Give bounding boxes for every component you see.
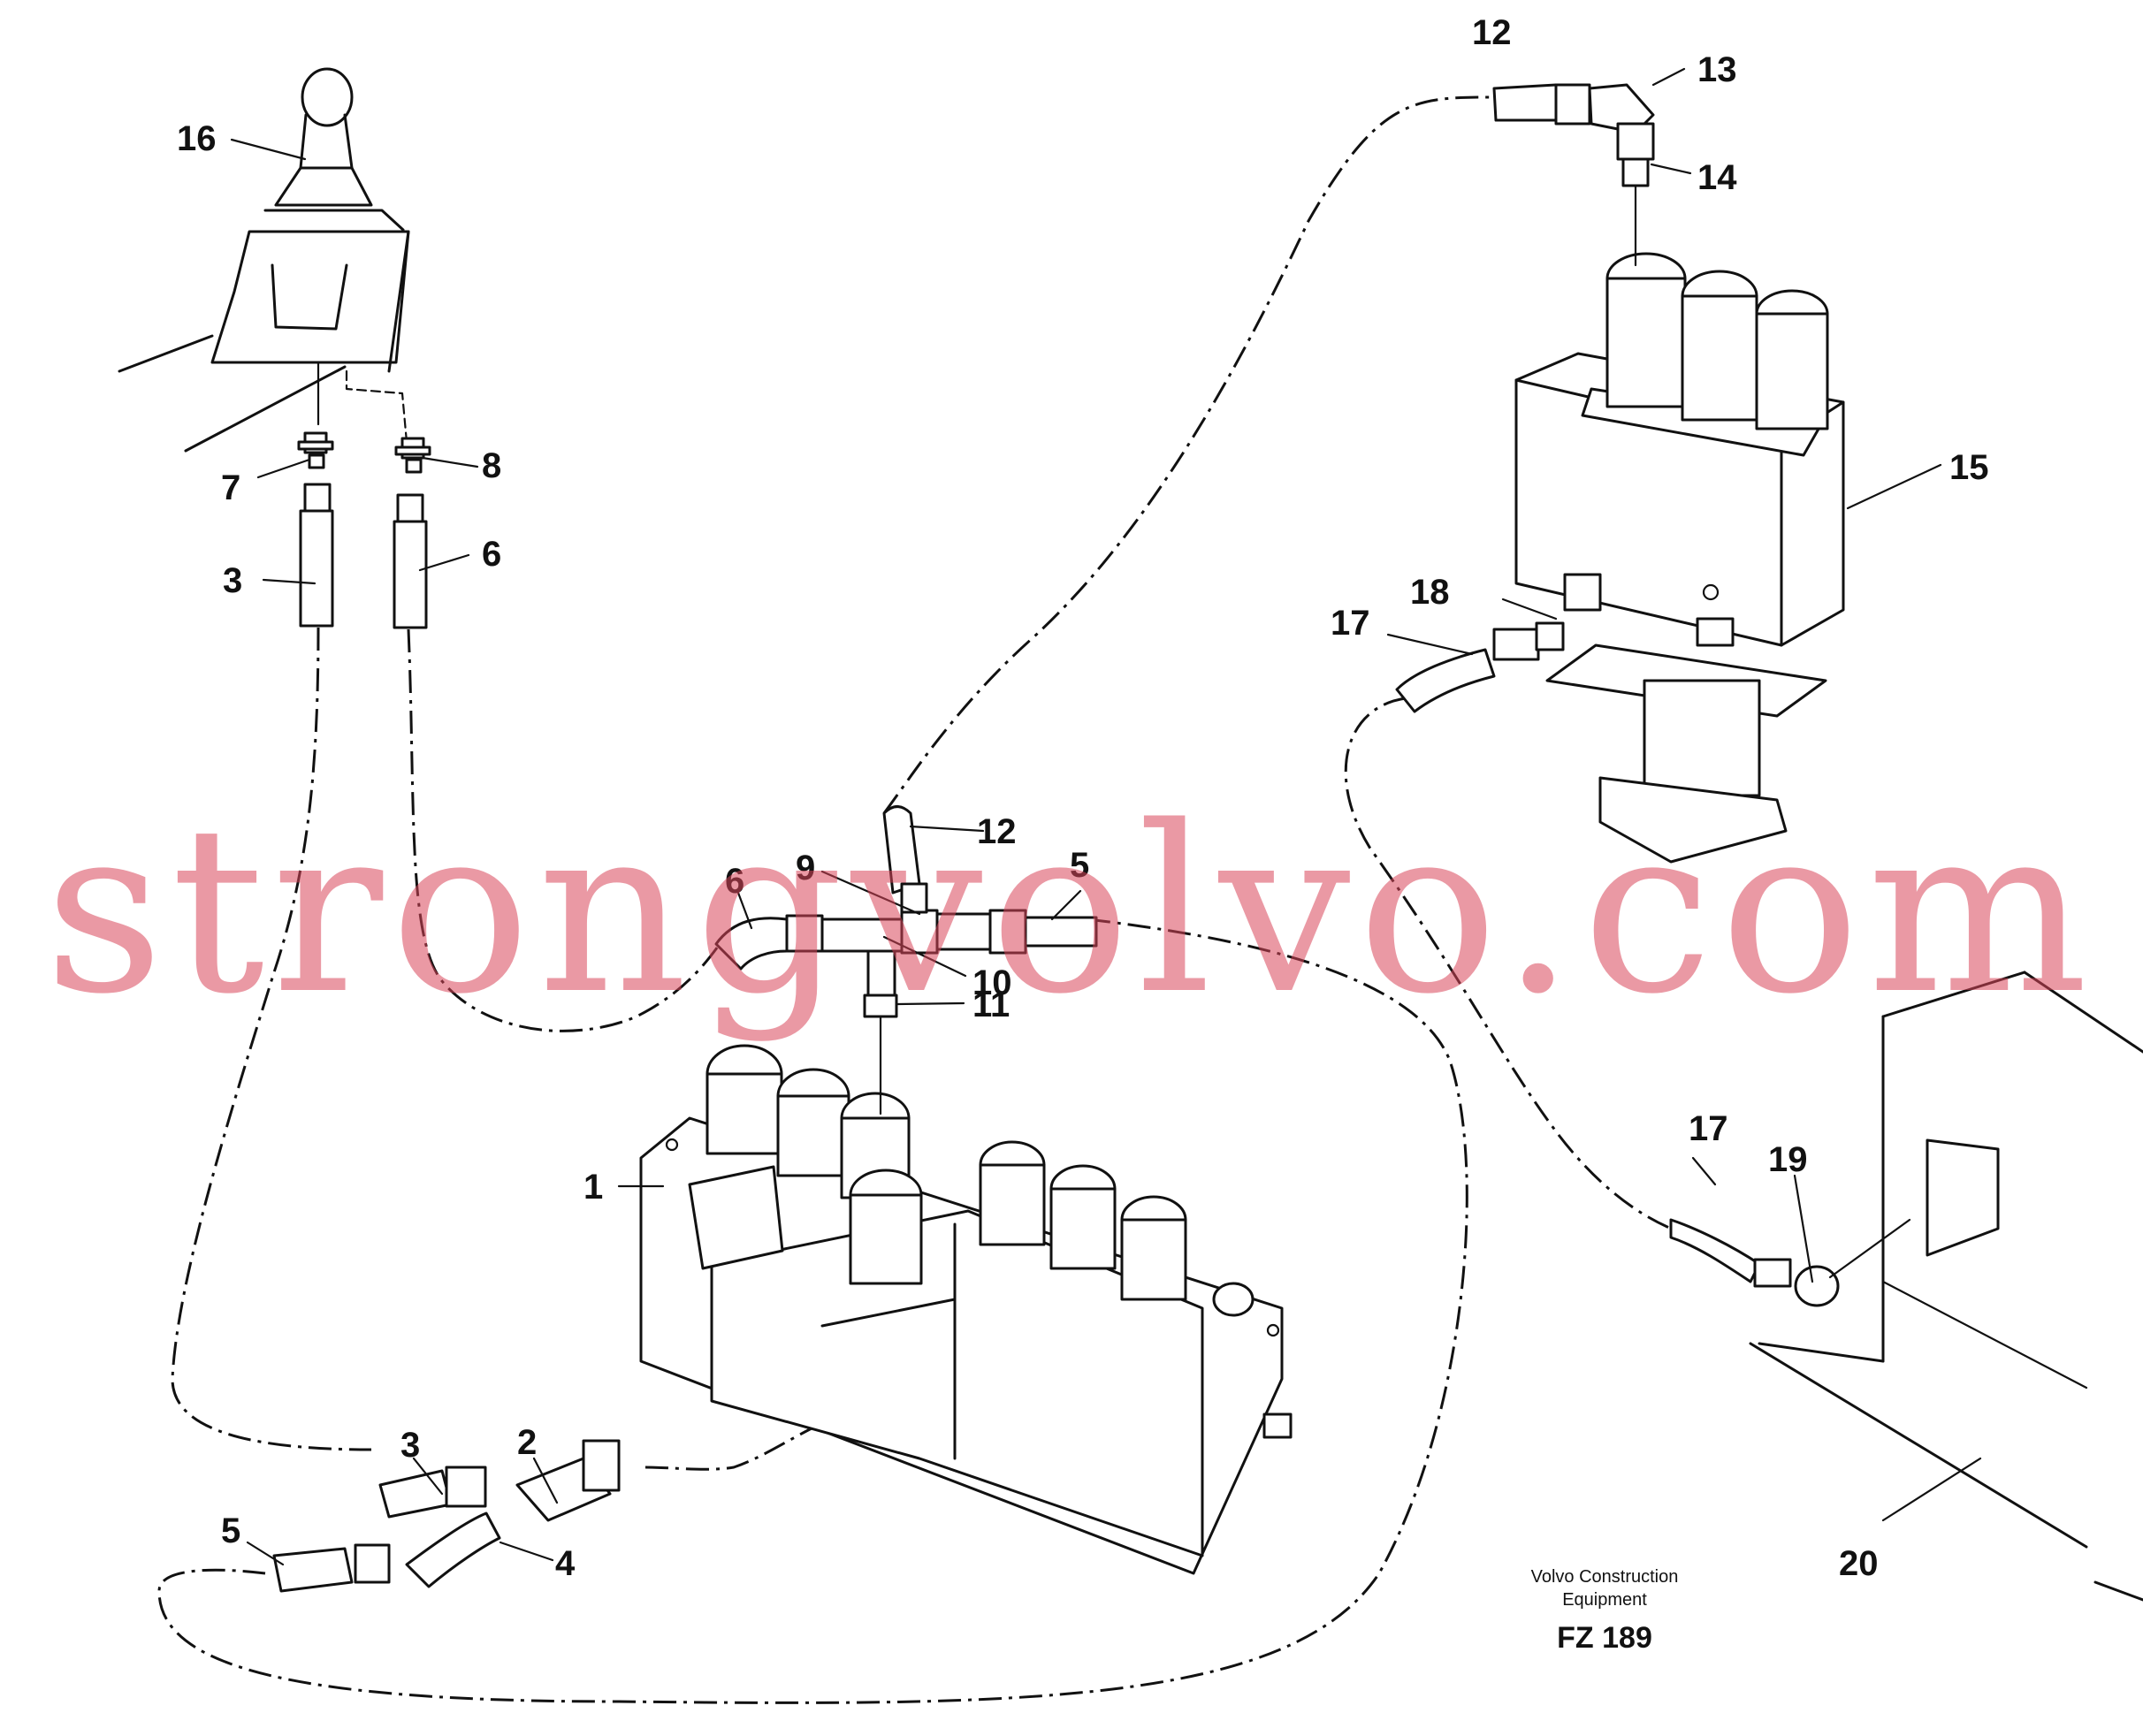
callout-3-top: 3: [223, 561, 242, 600]
machine-body: [1669, 971, 2143, 1602]
lower-left-fittings: [272, 1439, 621, 1593]
callout-19: 19: [1768, 1140, 1808, 1179]
callout-5-mid: 5: [1070, 846, 1089, 885]
callout-5-bottom: 5: [221, 1511, 240, 1550]
callout-6-top: 6: [482, 535, 501, 574]
callout-11: 11: [972, 986, 1010, 1024]
remote-valve: [1514, 252, 1845, 864]
remote-valve-fittings: [1395, 621, 1565, 713]
credit-block: Volvo Construction Equipment FZ 189: [1531, 1567, 1679, 1655]
figure-number: FZ 189: [1557, 1621, 1652, 1655]
callout-13: 13: [1697, 50, 1737, 89]
credit-line-1: Volvo Construction: [1531, 1567, 1679, 1587]
callout-12-top: 12: [1472, 13, 1512, 52]
callout-14: 14: [1697, 158, 1737, 197]
credit-line-2: Equipment: [1562, 1590, 1647, 1610]
callout-8: 8: [482, 446, 501, 485]
main-valve-block: [639, 1044, 1293, 1575]
callout-18: 18: [1410, 573, 1450, 612]
callout-7: 7: [221, 468, 240, 507]
callout-2: 2: [517, 1423, 537, 1462]
watermark: strongvolvo.com: [44, 778, 2095, 1045]
callout-3-bottom: 3: [400, 1426, 420, 1465]
callout-6-mid: 6: [725, 862, 744, 901]
top-right-fittings: [1492, 83, 1655, 267]
callout-12-mid: 12: [977, 812, 1017, 851]
lever-fittings: [297, 431, 431, 629]
callout-labels: 16 7 8 3 6 12 13 14 15 18 17 12 9 5 6 10…: [177, 13, 1989, 1583]
callout-1: 1: [583, 1168, 603, 1207]
control-lever-assembly: [118, 67, 410, 453]
callout-10: 10: [972, 963, 1012, 1002]
callout-4: 4: [555, 1544, 576, 1583]
callout-20: 20: [1839, 1544, 1879, 1583]
callout-17-bottom: 17: [1689, 1109, 1728, 1148]
leader-lines: [230, 67, 1982, 1566]
callout-16: 16: [177, 119, 217, 158]
pilot-lines: [157, 95, 1698, 1704]
manifold-fittings: [714, 805, 1098, 1115]
callout-9: 9: [796, 849, 815, 887]
callout-17-top: 17: [1331, 604, 1370, 643]
callout-15: 15: [1949, 448, 1989, 487]
